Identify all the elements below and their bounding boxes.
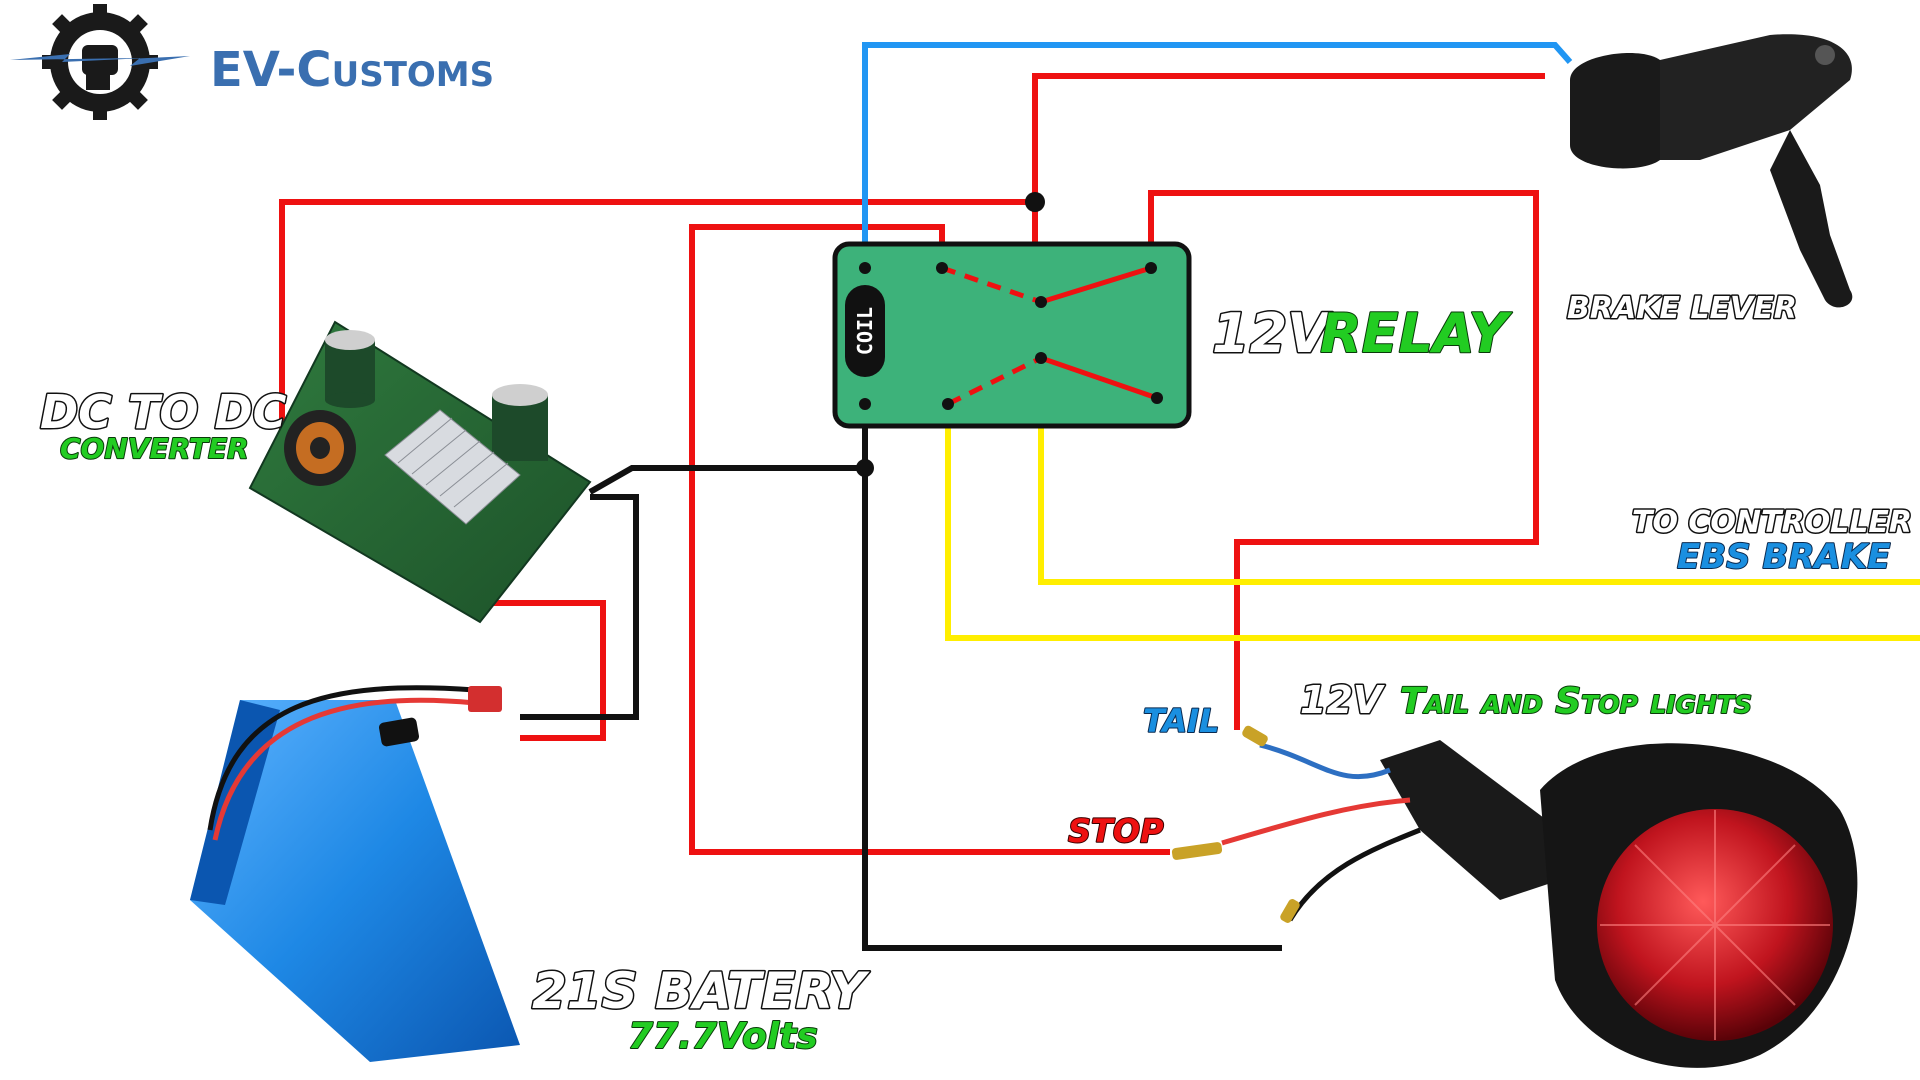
bullet-connector xyxy=(1171,842,1223,860)
wire-black-converter-to-battery xyxy=(520,494,639,720)
lamp-lead-black xyxy=(1287,827,1421,922)
wire-black-converter-ground xyxy=(588,465,865,495)
wire-black-coil-ground xyxy=(862,405,1282,951)
battery-label: 21S BATERY xyxy=(532,962,870,1020)
battery xyxy=(190,685,520,1062)
junction-dot xyxy=(1025,192,1045,212)
relay-contacts xyxy=(941,265,1158,407)
capacitor xyxy=(492,384,548,461)
terminal xyxy=(1035,296,1047,308)
terminal xyxy=(1151,392,1163,404)
brake-lever-clamp xyxy=(1570,52,1660,169)
terminal xyxy=(1145,262,1157,274)
contact-nc-dashed-top xyxy=(941,265,1042,305)
lens-ribs xyxy=(1600,810,1830,1040)
controller-label: TO CONTROLLER xyxy=(1632,505,1912,540)
gear-fist-icon xyxy=(10,4,190,120)
battery-balance-plug xyxy=(378,717,420,747)
stop-label: STOP xyxy=(1068,812,1164,850)
lamp-connectors xyxy=(1171,725,1300,923)
coil-symbol xyxy=(845,285,885,377)
terminal xyxy=(1035,352,1047,364)
dc-converter-label: DC TO DC xyxy=(40,385,287,439)
lamp-bracket xyxy=(1380,740,1560,900)
capacitor xyxy=(325,330,375,408)
controller-sublabel: EBS BRAKE xyxy=(1677,537,1890,577)
relay-label: RELAY xyxy=(1320,302,1512,365)
contact-switch-top xyxy=(1040,265,1152,305)
bullet-connector xyxy=(1280,899,1300,923)
inductor xyxy=(284,410,356,486)
lamp-lead-red xyxy=(1221,797,1411,846)
lights-label: Tail and Stop lights xyxy=(1400,681,1752,722)
bullet-connector xyxy=(1242,725,1268,747)
brake-lever xyxy=(1570,34,1853,308)
junction-dots xyxy=(856,192,1045,477)
terminal xyxy=(859,398,871,410)
wire-red-relay-to-tail xyxy=(1148,190,1539,730)
brake-lever-body xyxy=(1660,34,1852,160)
tail-stop-light xyxy=(1171,725,1858,1068)
contact-nc-dashed-bottom xyxy=(946,355,1043,407)
wires xyxy=(279,42,1920,951)
brake-lever-handle xyxy=(1770,130,1853,308)
battery-sublabel: 77.7Volts xyxy=(628,1016,818,1057)
tail-label: TAIL xyxy=(1143,702,1219,740)
battery-lead-black xyxy=(207,685,476,831)
brake-lever-pivot xyxy=(1815,45,1835,65)
wire-red-brake-to-relay xyxy=(1032,73,1545,202)
relay: COIL xyxy=(832,241,1192,429)
contact-switch-bottom xyxy=(1040,355,1158,401)
lights-voltage-label: 12V xyxy=(1300,678,1385,722)
coil-label: COIL xyxy=(853,307,877,355)
brake-lever-label: BRAKE LEVER xyxy=(1567,291,1797,326)
terminal xyxy=(859,262,871,274)
terminal xyxy=(936,262,948,274)
battery-pack xyxy=(190,700,520,1062)
battery-connector xyxy=(468,686,502,712)
relay-voltage-label: 12V xyxy=(1212,302,1333,365)
wire-yellow-relay-to-controller-1 xyxy=(1038,358,1920,585)
wire-red-relay-to-stop xyxy=(689,224,1170,855)
labels: DC TO DC CONVERTER 12V RELAY BRAKE LEVER… xyxy=(39,290,1914,1059)
relay-terminals xyxy=(859,262,1163,410)
lamp-lead-blue xyxy=(1259,742,1391,780)
wire-yellow-relay-to-controller-2 xyxy=(945,404,1920,641)
dc-converter-sublabel: CONVERTER xyxy=(60,432,249,465)
wire-blue-brake-to-coil xyxy=(862,42,1573,268)
logo: EV-Customs xyxy=(10,4,494,120)
battery-lead-red xyxy=(212,697,476,841)
brand-name: EV-Customs xyxy=(210,42,494,98)
dc-dc-converter xyxy=(248,320,592,624)
heatsink xyxy=(384,409,521,525)
wire-red-battery-to-converter xyxy=(475,600,606,741)
junction-dot xyxy=(856,459,874,477)
terminal xyxy=(942,398,954,410)
